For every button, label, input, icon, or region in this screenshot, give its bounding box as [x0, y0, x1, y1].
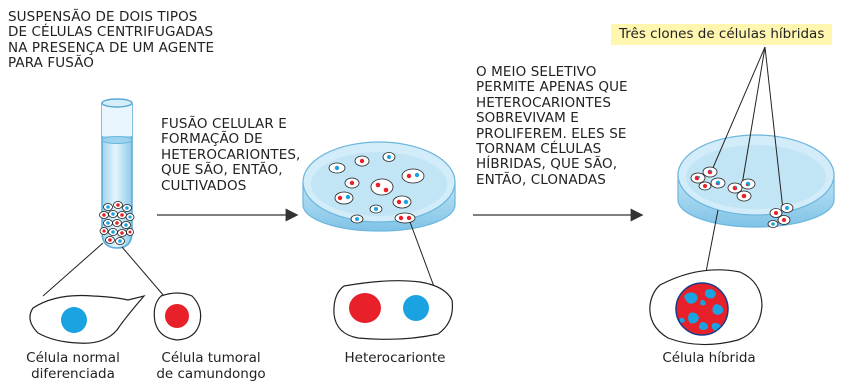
- tumor-cell: [153, 292, 202, 341]
- dish-2-clones: [690, 166, 794, 228]
- step1-description: SUSPENSÃO DE DOIS TIPOS DE CÉLULAS CENTR…: [8, 9, 215, 72]
- hybrid-cell: [649, 269, 763, 346]
- blue-nucleus: [403, 295, 429, 321]
- dish-1-cells: [328, 152, 425, 224]
- hybrid-cell-caption: Célula híbrida: [662, 350, 756, 366]
- tube-cell-pellet: [99, 201, 135, 245]
- step2-description: FUSÃO CELULAR E FORMAÇÃO DE HETEROCARION…: [161, 116, 301, 194]
- zoom-line-left: [42, 242, 104, 297]
- heterokaryon-caption: Heterocarionte: [344, 350, 446, 366]
- blue-nucleus: [61, 307, 87, 333]
- zoom-line-right: [121, 246, 165, 297]
- heterokaryon-cell: [333, 280, 454, 340]
- red-nucleus: [165, 304, 189, 328]
- normal-cell-caption: Célula normal diferenciada: [26, 350, 120, 382]
- clones-highlight-label: Três clones de células híbridas: [611, 24, 833, 45]
- hybrid-nucleus: [675, 282, 729, 336]
- normal-cell: [29, 294, 146, 344]
- zoom-line-heterokaryon: [409, 221, 437, 293]
- red-nucleus: [349, 293, 381, 323]
- step3-description: O MEIO SELETIVO PERMITE APENAS QUE HETER…: [476, 64, 628, 188]
- tumor-cell-caption: Célula tumoral de camundongo: [156, 350, 266, 382]
- zoom-line-hybrid: [705, 209, 719, 273]
- clone-pointer-lines: [711, 46, 784, 211]
